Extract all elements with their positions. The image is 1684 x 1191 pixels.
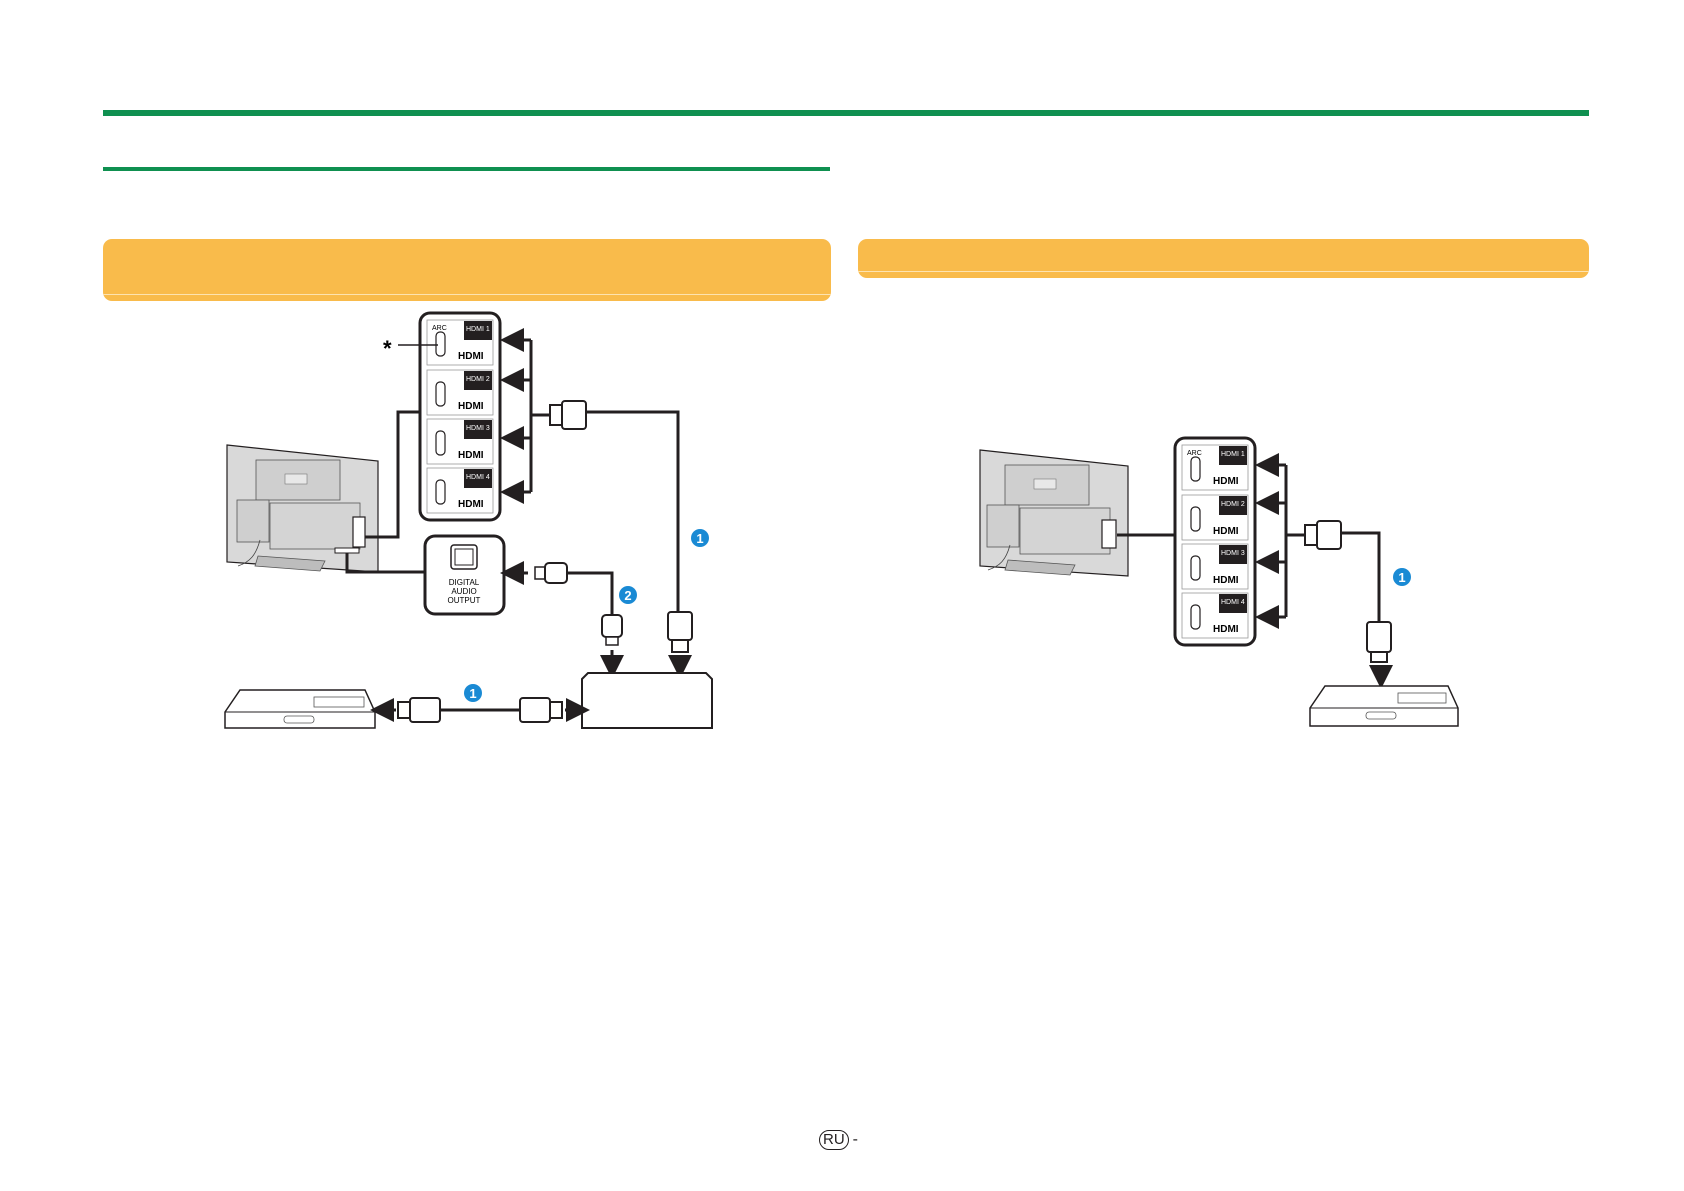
callout-badge-1: 1: [464, 684, 482, 702]
hdmi-logo: HDMI: [458, 351, 484, 362]
section-rule: [103, 167, 830, 171]
svg-text:2: 2: [624, 588, 631, 603]
svg-text:1: 1: [1398, 570, 1405, 585]
port-selection-arrows: [1255, 453, 1305, 629]
hdmi-port-3: [1181, 543, 1249, 590]
av-receiver-illustration: [581, 672, 713, 729]
section-heading-bar-left: [103, 239, 831, 301]
arc-label: ARC: [432, 325, 447, 332]
callout-badge-1: 1: [1393, 568, 1411, 586]
hdmi-port-panel-left: ARC HDMI 1 HDMI 2 HDMI 3 HDMI 4 HDMI HDM…: [418, 311, 502, 522]
callout-badge-2: 2: [619, 586, 637, 604]
hdmi-cable-plug: [519, 697, 563, 723]
optical-cable-plug: [534, 562, 568, 584]
hdmi-port-2: [1181, 494, 1249, 541]
port-selection-arrows: [500, 328, 550, 504]
section-heading-bar-right: [858, 239, 1589, 278]
page-top-rule: [103, 110, 1589, 116]
svg-text:1: 1: [696, 531, 703, 546]
hdmi-port-3: [426, 418, 494, 465]
digital-audio-label: OUTPUT: [448, 596, 481, 605]
hdmi-port-label: HDMI 1: [1221, 451, 1245, 458]
hdmi-logo: HDMI: [458, 450, 484, 461]
arc-label: ARC: [1187, 450, 1202, 457]
hdmi-cable-plug: [667, 611, 693, 653]
hdmi-logo: HDMI: [458, 499, 484, 510]
hdmi-logo: HDMI: [1213, 476, 1239, 487]
hdmi-port-4: [1181, 592, 1249, 639]
hdmi-port-label: HDMI 3: [466, 425, 490, 432]
player-illustration-right: [1309, 685, 1459, 727]
svg-text:1: 1: [469, 686, 476, 701]
hdmi-port-4: [426, 467, 494, 514]
hdmi-port-label: HDMI 4: [1221, 599, 1245, 606]
hdmi-cable-plug: [397, 697, 441, 723]
hdmi-port-label: HDMI 4: [466, 474, 490, 481]
hdmi-cable-plug: [1366, 621, 1392, 663]
optical-cable-plug: [601, 614, 623, 646]
callout-badge-1: 1: [691, 529, 709, 547]
hdmi-port-label: HDMI 3: [1221, 550, 1245, 557]
tv-rear-illustration: [226, 444, 379, 573]
tv-rear-illustration: [979, 449, 1129, 577]
language-badge: RU: [819, 1130, 849, 1150]
hdmi-cable-plug: [1304, 520, 1342, 550]
hdmi-port-label: HDMI 1: [466, 326, 490, 333]
hdmi-port-1: [426, 319, 494, 366]
player-illustration-left: [224, 689, 376, 729]
hdmi-port-2: [426, 369, 494, 416]
hdmi-port-label: HDMI 2: [466, 376, 490, 383]
page-number: RU -: [819, 1130, 858, 1150]
arc-asterisk: *: [383, 336, 392, 361]
digital-audio-label: DIGITAL: [449, 578, 480, 587]
hdmi-logo: HDMI: [1213, 624, 1239, 635]
hdmi-port-label: HDMI 2: [1221, 501, 1245, 508]
hdmi-logo: HDMI: [458, 401, 484, 412]
page-suffix: -: [852, 1131, 858, 1148]
hdmi-logo: HDMI: [1213, 526, 1239, 537]
digital-audio-output-panel: DIGITAL AUDIO OUTPUT: [423, 534, 506, 616]
hdmi-logo: HDMI: [1213, 575, 1239, 586]
digital-audio-label: AUDIO: [451, 587, 476, 596]
hdmi-cable-plug: [549, 400, 587, 430]
hdmi-port-1: [1181, 444, 1249, 491]
hdmi-port-panel-right: ARC HDMI 1 HDMI 2 HDMI 3 HDMI 4 HDMI HDM…: [1173, 436, 1257, 647]
